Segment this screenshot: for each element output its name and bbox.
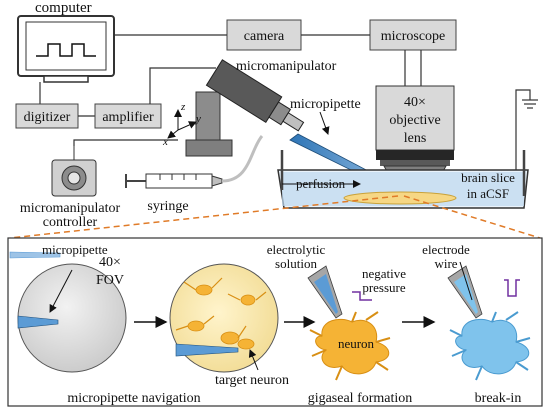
brain-slice-label-2: in aCSF	[467, 186, 509, 201]
electrode-wire	[459, 261, 473, 301]
axis-y-label: y	[195, 113, 201, 125]
electrolytic-label-2: solution	[275, 256, 317, 271]
amplifier-headstage-line	[149, 67, 216, 104]
zoom-line-left	[9, 195, 399, 239]
zoom-line-right	[403, 195, 541, 239]
micromanipulator-device	[185, 59, 305, 157]
objective-label-2: objective	[389, 113, 440, 128]
computer-label: computer	[35, 0, 92, 16]
xyz-axes	[167, 109, 197, 139]
electrolytic-label-1: electrolytic	[267, 242, 326, 257]
amplifier-label: amplifier	[102, 110, 154, 125]
microscope-label: microscope	[381, 29, 446, 44]
digitizer-label: digitizer	[24, 110, 71, 125]
camera-box	[226, 19, 302, 51]
negative-pressure-signal	[352, 291, 372, 301]
breakin-caption: break-in	[475, 391, 522, 406]
brain-slice-label-1: brain slice	[461, 170, 515, 185]
breakin-signal	[504, 279, 520, 297]
breakin-solution	[454, 274, 478, 314]
microscope-box	[369, 19, 457, 51]
perfusion-label: perfusion	[296, 176, 346, 191]
fov-label-2: FOV	[96, 273, 124, 288]
axis-x-label: x	[162, 136, 168, 148]
syringe-device	[125, 135, 264, 189]
negative-label-2: pressure	[362, 280, 406, 295]
neuron-breakin	[449, 311, 531, 381]
mm-controller-label-2: controller	[43, 215, 98, 230]
syringe-label: syringe	[147, 199, 188, 214]
perfusion-chamber	[277, 150, 529, 209]
gigaseal-solution	[314, 274, 338, 314]
negative-label-1: negative	[362, 266, 406, 281]
nav-caption: micropipette navigation	[67, 391, 200, 406]
neuron-gigaseal	[309, 311, 391, 381]
target-neuron-label: target neuron	[215, 373, 289, 388]
micropipette-label: micropipette	[290, 97, 361, 112]
axis-z-label: z	[180, 101, 186, 113]
camera-label: camera	[244, 29, 285, 44]
fov-circle-neurons	[169, 263, 279, 373]
gigaseal-caption: gigaseal formation	[308, 391, 413, 406]
inset-micropipette-label: micropipette	[42, 242, 108, 257]
inset-pipette-top	[9, 251, 61, 259]
objective-label-1: 40×	[404, 95, 426, 110]
amplifier-box	[94, 103, 162, 129]
micropipette-label-arrow	[319, 111, 330, 135]
micromanipulator-label: micromanipulator	[236, 59, 337, 74]
fov-label-1: 40×	[99, 255, 121, 270]
neuron-label: neuron	[338, 336, 375, 351]
computer-monitor	[17, 15, 115, 83]
electrode-label-1: electrode	[422, 242, 470, 257]
electrode-label-2: wire	[434, 256, 457, 271]
target-neuron-arrow	[248, 349, 259, 371]
ground-symbol	[515, 89, 538, 178]
objective-label-3: lens	[404, 131, 427, 146]
mm-controller-label-1: micromanipulator	[20, 201, 121, 216]
pipette-in-fov	[17, 315, 59, 329]
micromanipulator-controller	[51, 139, 178, 197]
pipette-to-target	[175, 343, 239, 357]
inset-pipette-arrow	[49, 269, 73, 313]
neuron-cluster	[175, 277, 267, 350]
